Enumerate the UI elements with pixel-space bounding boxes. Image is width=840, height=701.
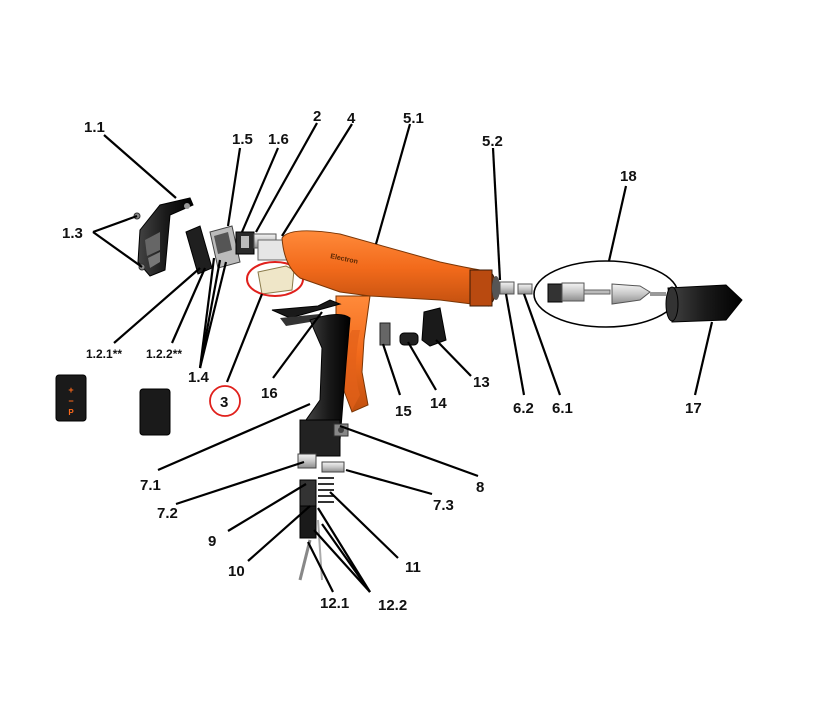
label-1-6: 1.6 bbox=[268, 131, 289, 148]
part-nozzle-cap bbox=[665, 284, 743, 323]
keypad-p: P bbox=[68, 408, 74, 417]
part-hose-fittings bbox=[299, 477, 334, 539]
part-plate-1-2-2 bbox=[139, 388, 171, 436]
label-4: 4 bbox=[347, 110, 356, 127]
part-nozzle-group bbox=[547, 282, 666, 305]
part-nozzle-small bbox=[499, 281, 533, 295]
label-7-2: 7.2 bbox=[157, 505, 178, 522]
label-9: 9 bbox=[208, 533, 216, 550]
label-12-1: 12.1 bbox=[320, 595, 349, 612]
label-3: 3 bbox=[220, 394, 228, 411]
part-keypad-1-2-1: + − P bbox=[55, 374, 87, 422]
label-16: 16 bbox=[261, 385, 278, 402]
part-control-plate bbox=[185, 225, 241, 275]
label-1-4: 1.4 bbox=[188, 369, 210, 386]
label-6-1: 6.1 bbox=[552, 400, 573, 417]
label-1-2-1: 1.2.1** bbox=[86, 347, 122, 361]
part-handle bbox=[299, 314, 351, 457]
part-3-block bbox=[257, 265, 295, 295]
label-1-5: 1.5 bbox=[232, 131, 253, 148]
keypad-plus: + bbox=[68, 385, 73, 395]
label-13: 13 bbox=[473, 374, 490, 391]
label-15: 15 bbox=[395, 403, 412, 420]
label-18: 18 bbox=[620, 168, 637, 185]
part-rear-cover bbox=[137, 197, 194, 277]
part-13-trigger bbox=[421, 307, 447, 347]
part-15 bbox=[379, 322, 391, 346]
labels: 1.1 1.3 1.5 1.6 2 4 5.1 5.2 18 1.2.1** 1… bbox=[62, 108, 702, 614]
label-12-2: 12.2 bbox=[378, 597, 407, 614]
label-17: 17 bbox=[685, 400, 702, 417]
leader-lines bbox=[92, 122, 714, 593]
label-6-2: 6.2 bbox=[513, 400, 534, 417]
label-7-1: 7.1 bbox=[140, 477, 161, 494]
keypad-minus: − bbox=[68, 396, 73, 406]
label-5-1: 5.1 bbox=[403, 110, 424, 127]
part-hook bbox=[271, 299, 342, 326]
label-10: 10 bbox=[228, 563, 245, 580]
part-fittings bbox=[235, 231, 277, 255]
label-1-1: 1.1 bbox=[84, 119, 105, 136]
label-1-2-2: 1.2.2** bbox=[146, 347, 182, 361]
highlight-circle-3 bbox=[209, 385, 241, 417]
label-8: 8 bbox=[476, 479, 484, 496]
part-front-nut bbox=[469, 269, 500, 307]
label-5-2: 5.2 bbox=[482, 133, 503, 150]
part-connectors bbox=[297, 453, 345, 473]
label-2: 2 bbox=[313, 108, 321, 125]
label-14: 14 bbox=[430, 395, 447, 412]
label-1-3: 1.3 bbox=[62, 225, 83, 242]
label-11: 11 bbox=[405, 559, 421, 576]
label-7-3: 7.3 bbox=[433, 497, 454, 514]
